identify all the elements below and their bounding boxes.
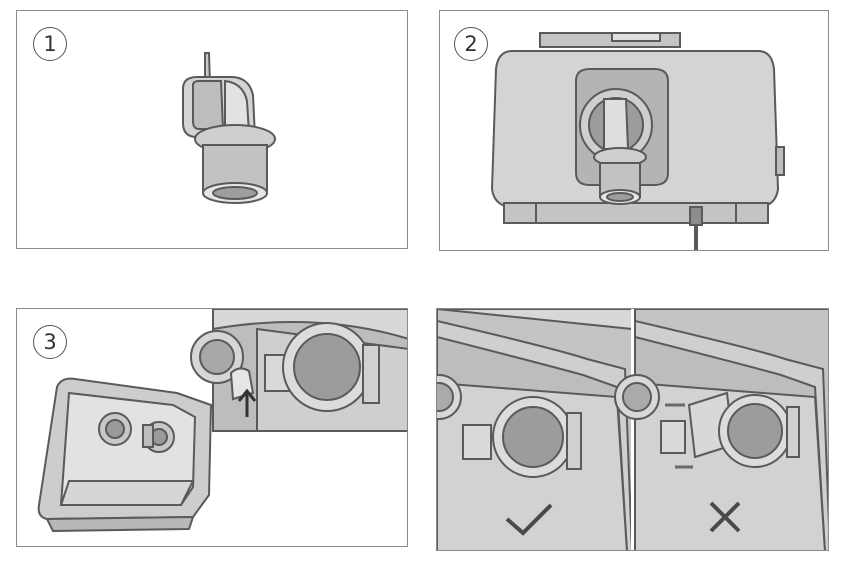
tub-illustration: [37, 309, 407, 533]
step-1-panel: 1: [16, 10, 408, 249]
step-1-badge: 1: [33, 27, 67, 61]
device-with-connector-illustration: [490, 32, 785, 250]
step-3-number: 3: [43, 330, 57, 354]
comparison-panel: [436, 308, 829, 551]
closeup-inset: [190, 309, 407, 432]
step-3-panel: 3: [16, 308, 408, 547]
comparison-illustration: [437, 309, 828, 550]
cross-mark-icon: [709, 501, 741, 533]
step-2-badge: 2: [454, 27, 488, 61]
step-3-badge: 3: [33, 325, 67, 359]
correct-installation: [437, 309, 633, 550]
check-mark-icon: [505, 503, 553, 536]
incorrect-installation: [614, 309, 828, 550]
elbow-connector-illustration: [182, 52, 276, 204]
step-2-number: 2: [464, 32, 478, 56]
step-1-number: 1: [43, 32, 57, 56]
step-2-panel: 2: [439, 10, 829, 251]
